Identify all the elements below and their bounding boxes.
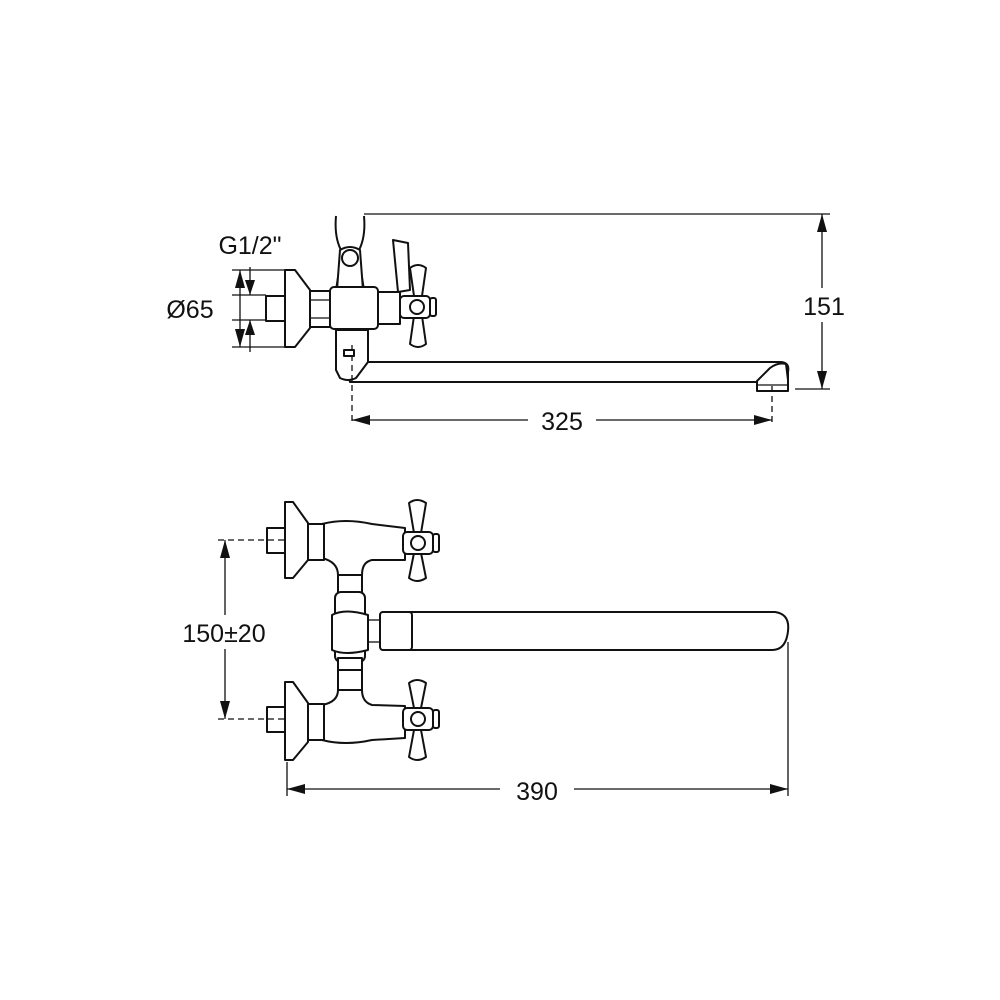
top-spout-nut bbox=[379, 611, 413, 651]
side-view-faucet bbox=[265, 215, 790, 392]
side-inlet-pipe bbox=[265, 295, 286, 322]
side-spout bbox=[344, 361, 790, 383]
dim-height: 151 bbox=[364, 213, 846, 390]
dim-spout-reach: 325 bbox=[351, 345, 773, 436]
dim-flange-diameter-label: Ø65 bbox=[166, 296, 213, 324]
top-spout bbox=[409, 611, 790, 651]
dim-flange-diameter: Ø65 bbox=[166, 269, 290, 348]
dim-inlet-spacing-label: 150±20 bbox=[182, 620, 265, 648]
dim-overall-length-label: 390 bbox=[516, 778, 558, 806]
dim-spout-reach-label: 325 bbox=[541, 408, 583, 436]
top-lower-cross-handle bbox=[402, 679, 440, 761]
top-upper-cross-handle bbox=[402, 499, 440, 582]
side-cross-handle bbox=[399, 264, 437, 348]
side-wall-flange bbox=[284, 269, 311, 348]
dim-height-label: 151 bbox=[803, 293, 845, 321]
top-lower-flange bbox=[266, 681, 325, 761]
dim-thread-label: G1/2" bbox=[218, 232, 281, 260]
dim-thread: G1/2" bbox=[218, 232, 282, 352]
side-diverter-lever bbox=[392, 239, 411, 293]
top-view-faucet bbox=[266, 499, 790, 761]
side-body bbox=[329, 286, 379, 330]
dim-overall-length: 390 bbox=[286, 642, 789, 806]
dim-inlet-spacing: 150±20 bbox=[160, 539, 284, 720]
top-upper-flange bbox=[266, 501, 325, 579]
